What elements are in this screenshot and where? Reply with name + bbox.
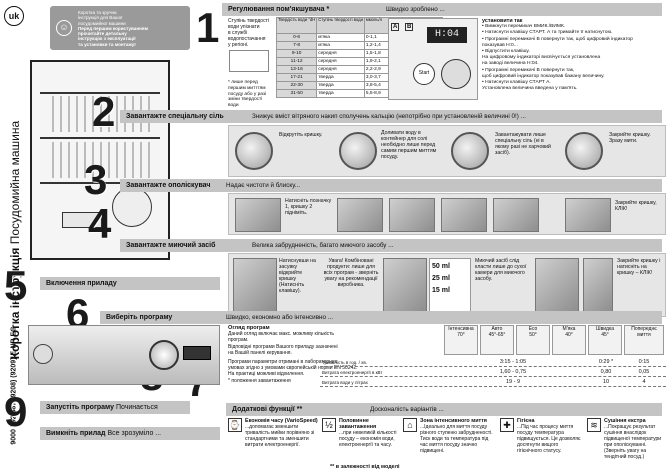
program-overview: Огляд програм Даний огляд включає макс. … (228, 325, 358, 384)
table-row: Витрата води у літрах 19 - 9 10 4 (320, 378, 666, 387)
label-b: B (405, 23, 414, 31)
salt-step-2: Доливати воду в контейнер для солі необх… (381, 130, 437, 160)
step-number-4: 4 (88, 200, 112, 247)
step-number-5: 5 (4, 262, 28, 309)
salt-step-3: Завантажувати лише спеціальну сіль (ні в… (495, 132, 551, 156)
section-bar-rinse: Завантажте ополіскувач (120, 179, 662, 192)
rinse-dose-image (493, 198, 539, 232)
rinse-fill-image (337, 198, 383, 232)
salt-panel: Відкрутіть кришку. Доливати воду в конте… (228, 125, 666, 177)
rinse-step-1: Натисніть позначку 1, кришку 2 підніміть… (285, 198, 332, 216)
step-number-1: 1 (196, 4, 220, 51)
hardness-empty-field (229, 50, 269, 72)
label-a: A (391, 23, 400, 31)
hygiene-icon: ✚ (500, 418, 514, 432)
salt-step-4: Закрийте кришку. Зразу мити. (609, 132, 651, 144)
smiley-icon: ☺ (56, 20, 72, 36)
machine-front-panel (28, 325, 220, 385)
control-panel-illustration: H:04 Start A B (388, 18, 478, 100)
section-bar-program: Виберіть програму (100, 311, 662, 324)
clock-icon: ⌚ (228, 418, 242, 432)
salt-cap-image (235, 132, 273, 170)
detergent-click-image (583, 258, 613, 312)
section-note-salt: Знижує вміст вітряного накип сполучень к… (252, 113, 526, 120)
rinse-open-image (235, 198, 281, 232)
step-number-9: 9 (4, 388, 28, 435)
program-selector[interactable] (441, 59, 471, 89)
display-readout: H:04 (427, 27, 467, 43)
power-switch[interactable] (33, 344, 53, 364)
section-bar-functions: Додаткові функції ** (226, 403, 662, 416)
rinse-close-image (565, 198, 611, 232)
rinse-panel: Натисніть позначку 1, кришку 2 підніміть… (228, 193, 666, 235)
section-note-functions: Досконалість варіантів ... (370, 406, 444, 413)
table-header: ммоль/л (363, 17, 389, 34)
rinse-check-image (441, 198, 487, 232)
section-note-softener: Швидко зроблено ... (386, 6, 445, 13)
table-header: Твердість води °dH (275, 17, 318, 34)
section-bar-detergent: Завантажте миючий засіб (120, 239, 662, 252)
rinse-step-2: Закрийте кришку, КЛІК! (615, 200, 657, 212)
detergent-step-4: Закрийте кришку і натисніть на кришку – … (617, 258, 661, 276)
detergent-fill-image (383, 258, 427, 312)
function-half-load: Половинне завантаження...при невеликій к… (339, 418, 397, 448)
salt-close-image (565, 132, 603, 170)
half-load-icon: ½ (322, 418, 336, 432)
salt-water-image (339, 132, 377, 170)
function-extra-dry: Сушіння екстра...Покращує результат суші… (604, 418, 662, 460)
start-button[interactable]: Start (413, 63, 435, 85)
section-bar-salt: Завантажте спеціальну сіль (120, 110, 662, 123)
section-bar-switch-on: Включення приладу (40, 277, 220, 290)
detergent-step-2: Увага! Комбіновані продукти: лише для вс… (323, 258, 379, 288)
program-prewash: Попереднє миття (624, 325, 664, 355)
section-note-program: Швидко, економно або інтенсивно ... (226, 314, 334, 321)
program-dial[interactable] (149, 340, 179, 370)
salt-step-1: Відкрутіть кришку. (279, 132, 323, 138)
detergent-step-1: Натиснувши на засувку відкрийте кришку (… (279, 258, 316, 294)
detergent-panel: Натиснувши на засувку відкрийте кришку (… (228, 253, 666, 317)
dishwasher-drawing (30, 60, 170, 260)
salt-fill-image (451, 132, 489, 170)
function-hygiene: Гігієна...Під час процесу миття посуду т… (517, 418, 581, 454)
step-number-3: 3 (84, 156, 108, 203)
language-badge: uk (4, 6, 24, 26)
step-number-2: 2 (92, 88, 116, 135)
detergent-close-image (535, 258, 579, 312)
intensive-zone-icon: ⌂ (403, 418, 417, 432)
table-header: Ступінь твердості води (316, 17, 365, 34)
section-note-detergent: Велика забрудненість, багато миючого зас… (252, 242, 394, 249)
detergent-step-3: Миючий засіб слід класти лише до сухої к… (475, 258, 527, 282)
detergent-open-image (233, 258, 277, 312)
extra-dry-icon: ≋ (587, 418, 601, 432)
function-variospeed: Економія часу (VarioSpeed)...допомагає з… (245, 418, 318, 448)
article-code: 9000 792 587 (9208) (9209) E-NR EG (10, 325, 18, 445)
rinse-level-image (389, 198, 435, 232)
function-intensive-zone: Зона інтенсивного миття...Ідеально для м… (420, 418, 493, 454)
section-bar-switch-off: Вимкніть прилад Все зрозуміло ... (40, 427, 220, 440)
section-bar-softener: Регулювання пом'якшувача * (222, 3, 662, 16)
section-note-rinse: Надає чистоти й блиску... (226, 182, 300, 189)
table-row: Витрата електроенергії в кВт 1,60 - 0,75… (320, 368, 666, 377)
settings-instructions: установити так • Вимкнути перемикач ВМИК… (482, 18, 633, 92)
functions-footnote: ** в залежності від моделі (330, 464, 400, 470)
program-values-table: Тривалість в год. / хв. 3:15 - 1:05 0:29… (320, 358, 666, 388)
table-row: Тривалість в год. / хв. 3:15 - 1:05 0:29… (320, 358, 666, 367)
section-bar-start: Запустіть програму Починається (40, 401, 190, 414)
display-window (183, 346, 211, 360)
